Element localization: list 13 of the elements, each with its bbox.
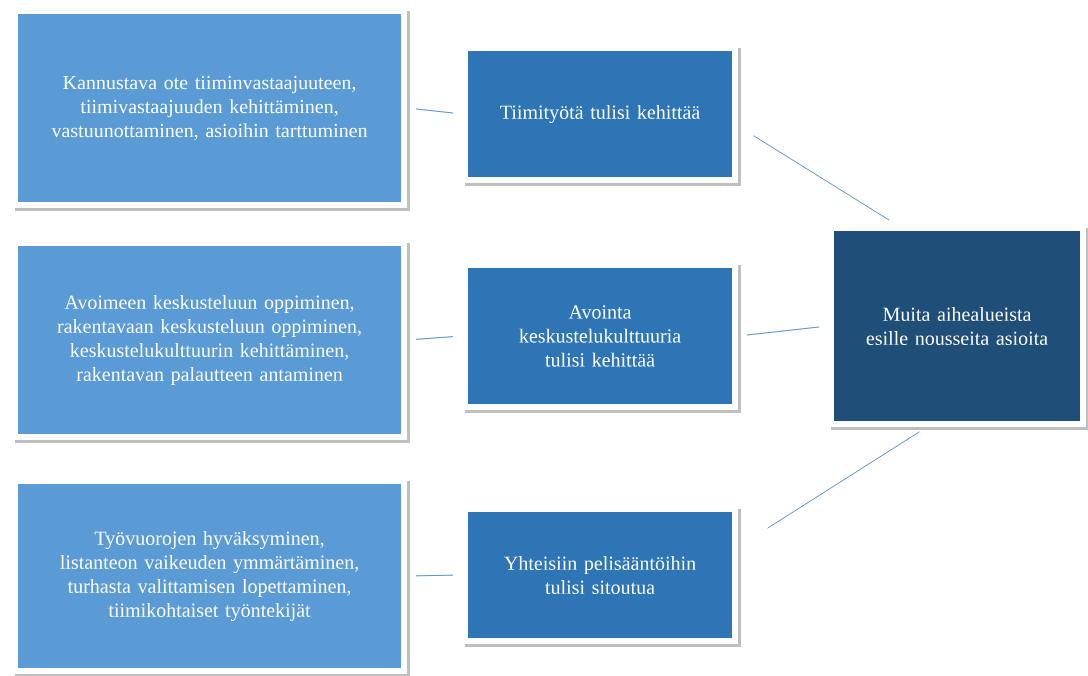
connector-line [753, 135, 890, 221]
connector-line [415, 336, 454, 340]
text-box: Muita aihealueista esille nousseita asioita [828, 225, 1088, 430]
text-box: Työvuorojen hyväksyminen, listanteon vaikeuden ymmärtäminen, turhasta valittamisen lopettaminen, tiimikohtaiset työntekijät [12, 478, 410, 676]
connector-line [746, 326, 820, 336]
text-box: Kannustava ote tiiminvastaajuuteen, tiimivastaajuuden kehittäminen, vastuunottaminen, asioihin tarttuminen [12, 8, 410, 211]
text-box: Yhteisiin pelisääntöihin tulisi sitoutua [462, 506, 741, 647]
connector-line [767, 431, 920, 529]
text-box: Avoimeen keskusteluun oppiminen, rakentavaan keskusteluun oppiminen, keskustelukulttuurin kehittäminen, rakentavan palautteen antaminen [12, 240, 410, 443]
text-box: Tiimityötä tulisi kehittää [462, 45, 741, 186]
connector-line [415, 574, 454, 577]
text-box: Avointa keskustelukulttuuria tulisi kehittää [462, 262, 741, 413]
connector-line [415, 108, 454, 114]
